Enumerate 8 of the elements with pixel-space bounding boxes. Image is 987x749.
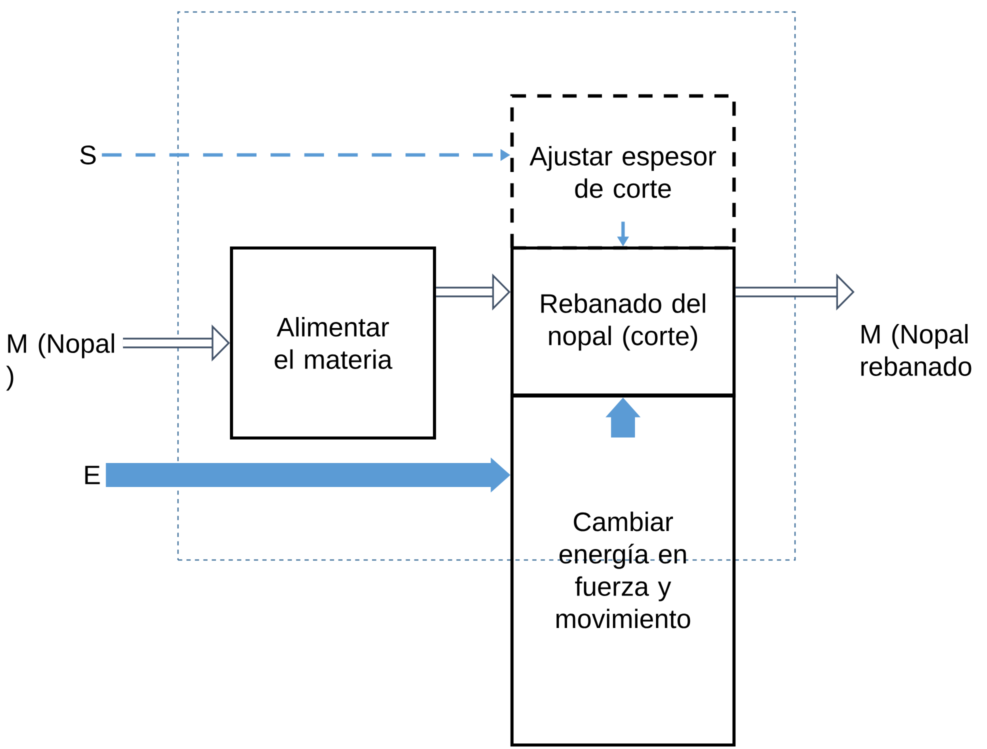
function-box: Alimentar el materia: [230, 246, 436, 440]
flow-label: M (Nopal ): [6, 333, 114, 391]
function-box: Ajustar espesor de corte: [510, 94, 736, 250]
flow-label: E: [85, 466, 100, 484]
function-box: Cambiar energía en fuerza y movimiento: [510, 393, 736, 747]
flow-label: S: [80, 146, 96, 164]
function-box: Rebanado del nopal (corte): [510, 246, 736, 398]
flow-label: M (Nopal rebanado: [861, 324, 972, 376]
